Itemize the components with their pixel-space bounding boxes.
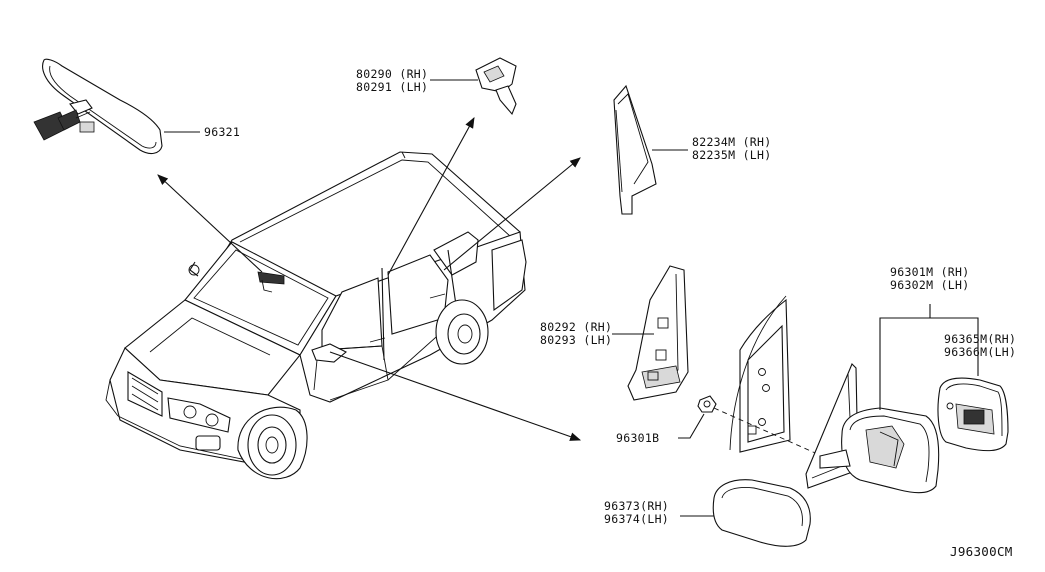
label-inner-mirror: 96321 [204,125,240,139]
diagram-id: J96300CM [950,544,1013,559]
label-door-mirror-rh: 96301M (RH) [890,265,969,279]
label-mirror-cap-lh: 96374(LH) [604,512,669,526]
label-corner-cover-lh: 82235M (LH) [692,148,771,162]
label-corner-finisher-lh: 80293 (LH) [540,333,612,347]
vehicle-drawing [105,151,527,480]
dashed-assembly-line [713,407,841,465]
label-mirror-glass-lh: 96366M(LH) [944,345,1016,359]
label-door-mirror-lh: 96302M (LH) [890,278,969,292]
label-mirror-base-lh: 80291 (LH) [356,80,428,94]
arrow-to-inner-mirror [157,174,263,273]
arrow-to-corner-cover [443,157,581,271]
label-corner-finisher-rh: 80292 (RH) [540,320,612,334]
nut-part [678,395,717,439]
label-mirror-cap-rh: 96373(RH) [604,499,669,513]
mirror-base-part [430,57,517,116]
callout-arrows [157,117,582,441]
inner-mirror-part [33,58,200,155]
mirror-cap-part [680,479,811,547]
door-mirror-assembly-part [819,304,979,494]
label-corner-cover-rh: 82234M (RH) [692,135,771,149]
arrow-to-mirror-base [387,117,475,276]
label-nut: 96301B [616,431,659,445]
mirror-glass-part [937,377,1009,452]
label-mirror-glass-rh: 96365M(RH) [944,332,1016,346]
arrow-to-door-mirror [329,351,582,441]
corner-finisher-part [612,265,689,401]
leader-96301m [879,317,979,410]
door-panel-context [729,295,791,453]
leader-96301b [678,413,705,439]
corner-cover-part [613,84,688,215]
label-mirror-base-rh: 80290 (RH) [356,67,428,81]
